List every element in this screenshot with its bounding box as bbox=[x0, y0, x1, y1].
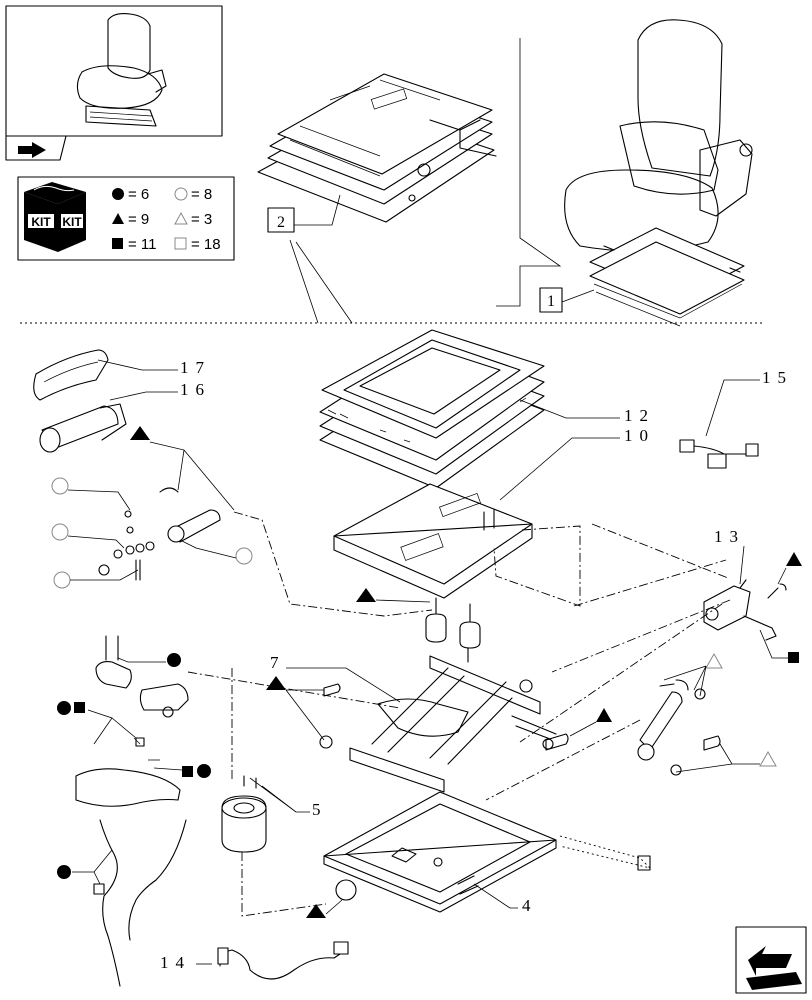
legend-filled-square: = 11 bbox=[128, 236, 157, 253]
rod-end bbox=[637, 855, 651, 871]
navigation-arrow-icon[interactable] bbox=[5, 135, 67, 161]
callout-10[interactable]: 10 bbox=[499, 426, 655, 501]
hollow-triangle-icon bbox=[174, 211, 188, 225]
complete-seat-assembly[interactable] bbox=[564, 19, 753, 327]
svg-text:13: 13 bbox=[714, 527, 745, 546]
svg-text:10: 10 bbox=[624, 426, 655, 445]
part-15-wiring-harness[interactable] bbox=[679, 439, 759, 469]
box-label-1[interactable]: 1 bbox=[539, 287, 595, 313]
svg-text:14: 14 bbox=[160, 953, 191, 972]
sensor-cable[interactable] bbox=[75, 737, 181, 807]
box-label-2[interactable]: 2 bbox=[267, 194, 341, 233]
rubber-buffers[interactable] bbox=[425, 597, 481, 663]
square-circle-marker[interactable] bbox=[153, 764, 211, 778]
callout-16[interactable]: 16 bbox=[109, 380, 211, 401]
thumbnail-panel[interactable] bbox=[5, 5, 223, 137]
legend-box: KIT KIT = 6 = 8 = 9 = 3 = 11 = 18 bbox=[17, 176, 235, 261]
hollow-circle-icon bbox=[174, 187, 188, 201]
svg-text:4: 4 bbox=[522, 896, 538, 915]
legend-filled-circle: = 6 bbox=[128, 186, 149, 203]
part-10-mounting-plate[interactable] bbox=[333, 483, 533, 599]
dotted-rod bbox=[559, 835, 652, 869]
top-suspension-assembly[interactable] bbox=[257, 73, 497, 223]
filled-circle-marker-solenoid[interactable] bbox=[117, 653, 181, 667]
callout-14[interactable]: 14 bbox=[160, 953, 212, 972]
filled-triangle-marker-base[interactable] bbox=[306, 899, 343, 918]
svg-text:5: 5 bbox=[312, 800, 328, 819]
callout-7[interactable]: 7 bbox=[270, 653, 401, 703]
filled-circle-icon bbox=[112, 188, 124, 200]
hollow-circle-markers-left[interactable] bbox=[51, 477, 253, 589]
kit-label-right: KIT bbox=[62, 215, 82, 229]
part-16-motor[interactable] bbox=[39, 403, 127, 453]
filled-triangle-marker-13[interactable] bbox=[767, 552, 802, 599]
filled-triangle-marker-buffers[interactable] bbox=[356, 588, 431, 603]
lower-shock-absorber[interactable] bbox=[637, 679, 721, 776]
callout-5[interactable]: 5 bbox=[249, 777, 328, 819]
svg-text:1: 1 bbox=[547, 293, 555, 310]
left-solenoid-assembly[interactable] bbox=[95, 635, 189, 718]
hollow-triangle-marker-lower[interactable] bbox=[675, 743, 777, 773]
part-5-bushing[interactable] bbox=[221, 775, 267, 853]
svg-text:17: 17 bbox=[180, 358, 211, 377]
left-bolts-washers[interactable] bbox=[98, 510, 155, 581]
dashed-connector-far-right bbox=[573, 523, 729, 607]
svg-text:12: 12 bbox=[624, 406, 655, 425]
circle-square-marker[interactable] bbox=[57, 701, 137, 745]
rubber-cap[interactable] bbox=[335, 879, 357, 901]
callout-15[interactable]: 15 bbox=[705, 368, 793, 437]
svg-text:2: 2 bbox=[277, 214, 285, 231]
dashed-connector-solenoid bbox=[187, 671, 401, 709]
legend-hollow-square: = 18 bbox=[191, 236, 221, 253]
part-4-base-plate[interactable] bbox=[323, 791, 557, 913]
kit-label-left: KIT bbox=[31, 215, 51, 229]
callout-4[interactable]: 4 bbox=[473, 883, 538, 915]
filled-triangle-marker-7[interactable] bbox=[266, 676, 341, 749]
filled-square-marker-13[interactable] bbox=[759, 629, 799, 663]
hollow-triangle-marker-upper[interactable] bbox=[663, 652, 723, 697]
filled-circle-marker-harness[interactable] bbox=[57, 849, 113, 885]
dashed-connector-left bbox=[233, 511, 433, 617]
filled-triangle-icon bbox=[112, 213, 124, 224]
callout-17[interactable]: 17 bbox=[97, 358, 211, 377]
next-page-arrow-icon[interactable] bbox=[735, 926, 807, 994]
legend-filled-triangle: = 9 bbox=[128, 211, 149, 228]
part-17-cover[interactable] bbox=[33, 349, 109, 401]
filled-square-icon bbox=[112, 238, 123, 249]
part-7-scissor-mechanism[interactable] bbox=[349, 655, 559, 793]
svg-text:15: 15 bbox=[762, 368, 793, 387]
legend-hollow-circle: = 8 bbox=[191, 186, 212, 203]
svg-text:16: 16 bbox=[180, 380, 211, 399]
legend-hollow-triangle: = 3 bbox=[191, 211, 212, 228]
dashed-connector-right bbox=[493, 525, 581, 607]
filled-triangle-marker-pin[interactable] bbox=[569, 708, 612, 737]
pivot-pin[interactable] bbox=[542, 733, 569, 751]
part-14-cable[interactable] bbox=[217, 941, 349, 980]
dashed-connector-base bbox=[231, 668, 327, 917]
left-harness[interactable] bbox=[93, 819, 187, 987]
part-12-bellows-frame[interactable] bbox=[319, 329, 545, 489]
dashed-connector-lower-right bbox=[485, 599, 731, 801]
callout-13[interactable]: 13 bbox=[714, 527, 745, 585]
kit-cube-icon: KIT KIT bbox=[24, 182, 86, 252]
upper-shock-absorber[interactable] bbox=[159, 487, 221, 543]
top-divider-line bbox=[496, 38, 562, 307]
hollow-square-icon bbox=[174, 237, 187, 250]
callout-12[interactable]: 12 bbox=[519, 399, 655, 425]
svg-text:7: 7 bbox=[270, 653, 286, 672]
part-13-valve[interactable] bbox=[703, 579, 777, 641]
filled-triangle-marker-upper[interactable] bbox=[130, 426, 235, 511]
